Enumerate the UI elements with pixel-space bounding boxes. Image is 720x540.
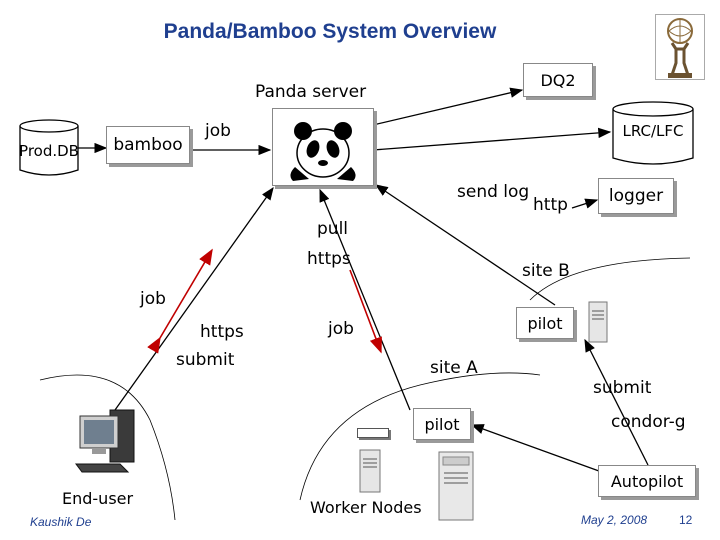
footer-author: Kaushik De: [30, 515, 92, 529]
panda-dq2-arrow: [372, 87, 524, 126]
dq2-node: DQ2: [523, 63, 593, 97]
job-label-center: job: [328, 319, 354, 339]
worker-nodes-label: Worker Nodes: [310, 498, 422, 517]
http-label: http: [533, 195, 568, 215]
pilotb-panda-arrow: [374, 184, 556, 306]
bamboo-node: bamboo: [106, 126, 190, 164]
autopilot-node: Autopilot: [598, 465, 696, 497]
http-logger-arrow: [571, 198, 599, 209]
panda-server-label: Panda server: [255, 82, 367, 102]
computer-icon: [72, 408, 142, 486]
worker-node-server-small: [359, 449, 381, 497]
footer-date: May 2, 2008: [581, 513, 648, 527]
atlas-logo: [655, 14, 705, 80]
server-icon: [588, 301, 608, 347]
site-a-label: site A: [430, 358, 478, 378]
worker-node-server-large: [438, 451, 474, 525]
red-arrow-center: [349, 269, 382, 354]
pilot-panda-arrow: [319, 188, 411, 411]
red-arrow-left: [147, 248, 213, 354]
page-title: Panda/Bamboo System Overview: [163, 20, 497, 43]
https-label-left: https: [200, 322, 244, 342]
job-label-top: job: [205, 121, 231, 141]
submit-label-right: submit: [593, 378, 652, 398]
panda-icon: [290, 122, 356, 181]
enduser-panda-arrow: [114, 186, 274, 411]
panda-server-node: [272, 108, 374, 186]
site-b-label: site B: [522, 261, 570, 281]
autopilot-pilota-arrow: [470, 424, 611, 476]
logger-node: logger: [598, 178, 674, 214]
job-label-left: job: [140, 289, 166, 309]
proddb-label: Prod.DB: [19, 142, 79, 160]
database-cylinder-icon: [19, 119, 79, 176]
pull-label: pull: [317, 219, 349, 239]
worker-disk-icon: [357, 428, 389, 438]
enduser-boundary: [39, 374, 176, 521]
proddb-node: Prod.DB: [18, 118, 80, 180]
lrc-lfc-label: LRC/LFC: [622, 122, 684, 140]
pilot-a-node: pilot: [413, 408, 471, 440]
lrc-lfc-node: LRC/LFC: [611, 100, 695, 168]
pilot-b-node: pilot: [516, 307, 574, 339]
panda-lrc-arrow: [372, 127, 612, 151]
end-user-label: End-user: [62, 489, 134, 508]
condor-g-label: condor-g: [611, 412, 686, 432]
site-a-boundary: [299, 372, 541, 501]
send-log-label: send log: [457, 182, 530, 202]
footer-page-number: 12: [679, 513, 693, 527]
https-label-center: https: [307, 249, 351, 269]
autopilot-pilotb-arrow: [584, 338, 649, 466]
database-cylinder-icon: [612, 101, 694, 165]
site-b-boundary: [529, 257, 691, 301]
submit-label-left: submit: [176, 350, 235, 370]
